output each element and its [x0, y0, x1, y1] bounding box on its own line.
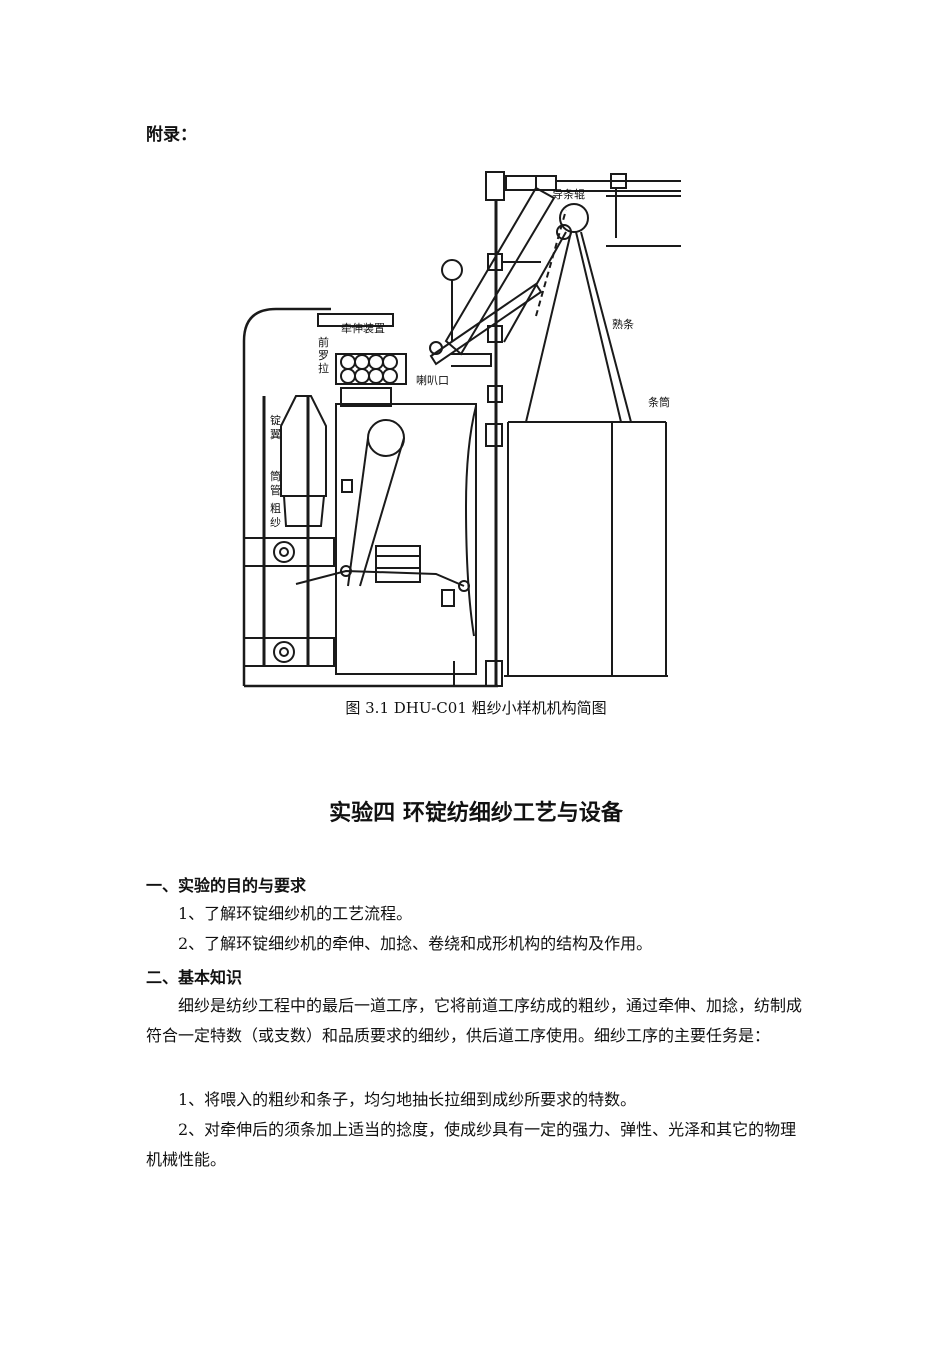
- figure-caption: 图 3.1 DHU-C01 粗纱小样机机构简图: [345, 699, 607, 717]
- label-roving-1: 粗: [270, 502, 281, 515]
- label-sliver: 熟条: [612, 317, 634, 331]
- chapter-title: 实验四 环锭纺细纱工艺与设备: [329, 801, 623, 826]
- label-flyer-2: 翼: [270, 428, 281, 441]
- label-roving-2: 纱: [270, 516, 281, 529]
- basics-item-2: 2、对牵伸后的须条加上适当的捻度，使成纱具有一定的强力、弹性、光泽和其它的物理机…: [146, 1120, 797, 1169]
- section-heading-objectives: 一、实验的目的与要求: [146, 876, 307, 895]
- label-front-roller-1: 前: [318, 335, 329, 349]
- label-guide-roller: 导条辊: [552, 187, 585, 201]
- label-bobbin-1: 筒: [270, 469, 281, 483]
- objective-item-2: 2、了解环锭细纱机的牵伸、加捻、卷绕和成形机构的结构及作用。: [178, 934, 653, 953]
- label-front-roller-2: 罗: [318, 349, 329, 362]
- label-drafting-device: 牵伸装置: [341, 322, 385, 335]
- basics-paragraph: 细纱是纺纱工程中的最后一道工序，它将前道工序纺成的粗纱，通过牵伸、加捻，纺制成符…: [146, 996, 803, 1045]
- label-trumpet: 喇叭口: [416, 373, 449, 387]
- section-heading-basics: 二、基本知识: [146, 968, 243, 987]
- basics-item-1: 1、将喂入的粗纱和条子，均匀地抽长拉细到成纱所要求的特数。: [178, 1090, 637, 1109]
- label-flyer-1: 锭: [270, 413, 281, 427]
- appendix-label: 附录：: [146, 125, 197, 145]
- label-front-roller-3: 拉: [318, 361, 329, 375]
- label-bobbin-2: 管: [270, 483, 281, 497]
- mechanism-figure: 导条辊 牵伸装置 前 罗 拉 喇叭口 熟条 条筒 锭 翼 筒 管 粗 纱: [236, 166, 686, 692]
- label-can: 条筒: [648, 395, 670, 409]
- objective-item-1: 1、了解环锭细纱机的工艺流程。: [178, 904, 413, 923]
- mechanism-diagram: 导条辊 牵伸装置 前 罗 拉 喇叭口 熟条 条筒 锭 翼 筒 管 粗 纱: [242, 171, 681, 688]
